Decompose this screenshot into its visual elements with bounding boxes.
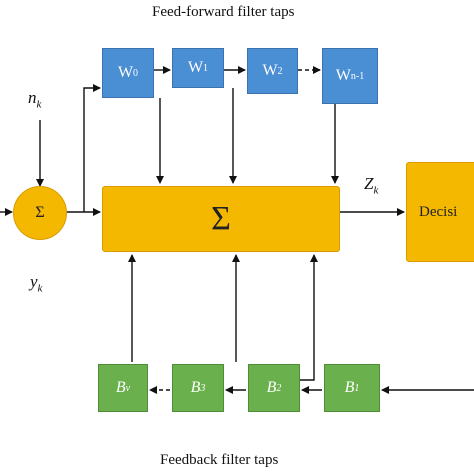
decision-block: Decisi: [406, 162, 474, 262]
summation-block: Σ: [102, 186, 340, 252]
input-adder: Σ: [13, 186, 67, 240]
noise-signal: nk: [28, 88, 42, 111]
adder-to-w0-arrow: [83, 84, 101, 212]
feedback-caption: Feedback filter taps: [160, 452, 279, 468]
output-signal: Zk: [364, 174, 379, 197]
feedforward-caption: Feed-forward filter taps: [152, 4, 295, 20]
received-signal: yk: [30, 272, 43, 295]
